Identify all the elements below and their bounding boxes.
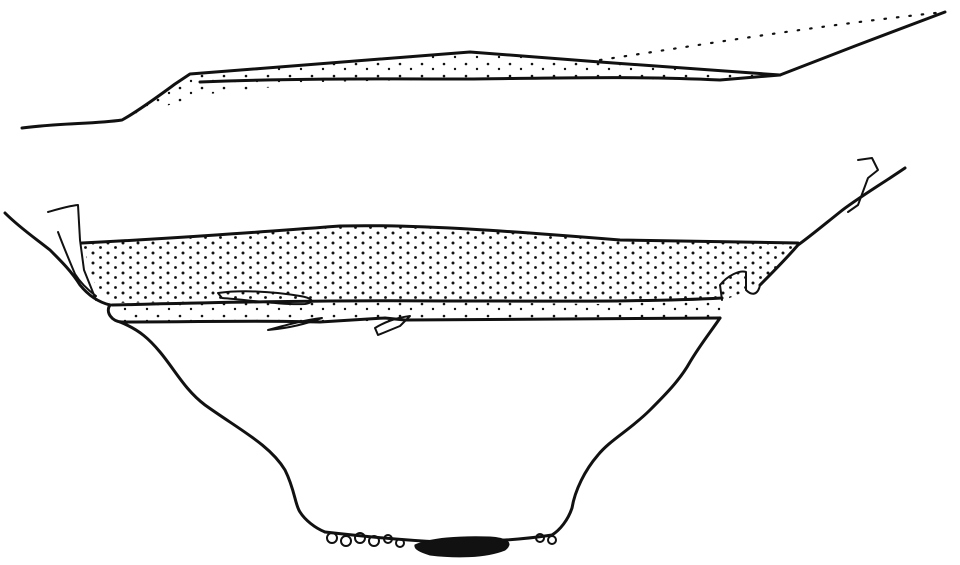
dotted-slope-line — [600, 12, 945, 60]
dark-basal-deposit — [415, 537, 509, 557]
pebble — [548, 536, 556, 544]
pit-right-wall — [552, 318, 720, 535]
upper-stippled-layer — [120, 52, 780, 122]
pebble — [341, 536, 351, 546]
lower-section — [5, 158, 905, 557]
upper-section — [22, 12, 945, 128]
right-bank — [760, 168, 905, 285]
pit-left-wall — [120, 322, 325, 532]
pebble — [327, 533, 337, 543]
